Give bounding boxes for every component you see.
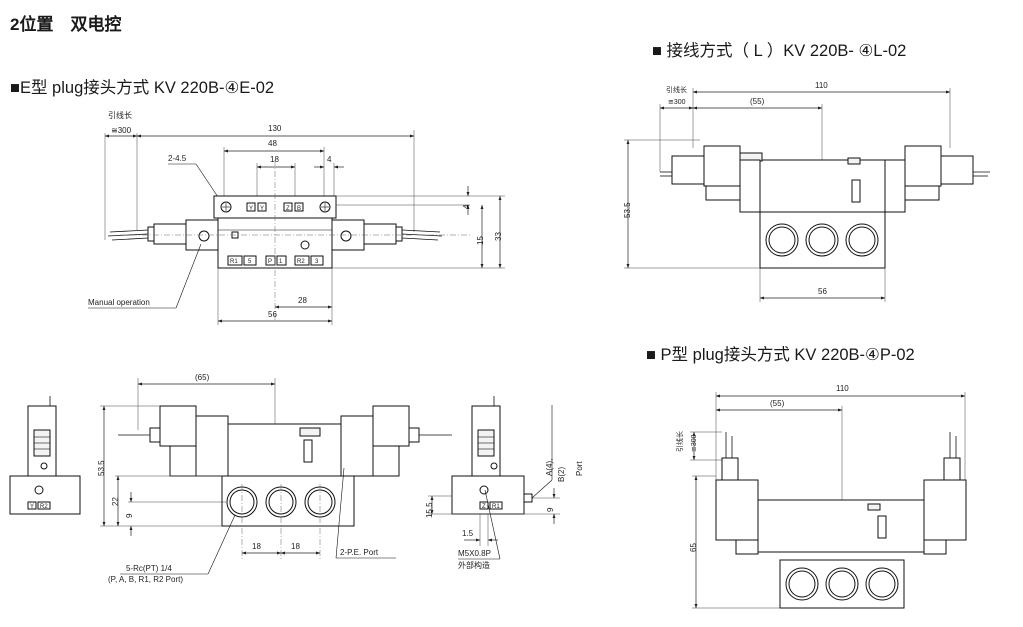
front-dim-65: (65) bbox=[195, 373, 210, 382]
side-label-z: Z bbox=[482, 504, 486, 510]
manual-operation-label: Manual operation bbox=[88, 298, 150, 307]
m5-thread-label: M5X0.8P bbox=[458, 549, 491, 558]
side-label-r1: R1 bbox=[492, 504, 500, 510]
e-dim-18: 18 bbox=[270, 155, 279, 164]
e-dim-33: 33 bbox=[494, 232, 503, 241]
side-left-label-r2: R2 bbox=[40, 504, 48, 510]
e-lead-label: 引线长 bbox=[108, 110, 132, 120]
external-structure-label: 外部构造 bbox=[458, 560, 490, 570]
e-dim-4-top: 4 bbox=[327, 155, 332, 164]
p-dim-65: 65 bbox=[689, 543, 698, 552]
side-left-label-y: Y bbox=[30, 504, 34, 510]
p-lead-label: 引线长 bbox=[675, 431, 684, 452]
front-dim-53-5: 53.5 bbox=[97, 460, 106, 476]
l-type-view: 引线长 ≅300 110 (55) 5 bbox=[623, 81, 990, 302]
right-side-view: Z R1 15.5 9 1.5 M5X0.8P 外部构造 A(4), B(2) … bbox=[425, 396, 584, 570]
p-type-view: 110 (55) 引线长 ≅300 65 bbox=[675, 384, 967, 609]
e-label-p: P bbox=[268, 259, 272, 265]
e-label-z: Z bbox=[286, 206, 290, 212]
e-type-title: ■E型 plug接头方式 KV 220B-④E-02 bbox=[10, 79, 275, 97]
e-lead-value: ≅300 bbox=[111, 126, 132, 135]
front-dim-22: 22 bbox=[111, 497, 120, 506]
l-dim-55: (55) bbox=[750, 97, 765, 106]
p-type-title: ■ P型 plug接头方式 KV 220B-④P-02 bbox=[646, 346, 915, 364]
side-port-a4: A(4), bbox=[545, 459, 554, 476]
e-label-r1: R1 bbox=[230, 259, 238, 265]
l-dim-110: 110 bbox=[815, 81, 828, 90]
side-dim-9: 9 bbox=[546, 507, 555, 512]
e-dim-130: 130 bbox=[268, 124, 282, 133]
e-dim-56: 56 bbox=[268, 310, 277, 319]
e-type-top-view: 引线长 ≅300 130 48 18 4 2-4.5 Y bbox=[88, 110, 505, 325]
left-side-view: Y R2 bbox=[9, 396, 81, 515]
front-dim-9: 9 bbox=[125, 513, 134, 518]
e-label-r2: R2 bbox=[297, 259, 305, 265]
e-hole-label: 2-4.5 bbox=[168, 154, 187, 163]
e-dim-15: 15 bbox=[476, 236, 485, 245]
page-title: 2位置 双电控 bbox=[10, 15, 122, 34]
side-dim-15-5: 15.5 bbox=[425, 502, 434, 518]
e-label-y: Y bbox=[249, 206, 253, 212]
e-label-1: 1 bbox=[279, 259, 283, 265]
pe-port-label: 2-P.E. Port bbox=[340, 548, 379, 557]
side-dim-1-5: 1.5 bbox=[462, 529, 474, 538]
p-dim-55: (55) bbox=[770, 399, 785, 408]
rc-port-label: 5-Rc(PT) 1/4 bbox=[126, 564, 172, 573]
p-dim-110: 110 bbox=[836, 384, 849, 393]
e-label-y2: Y bbox=[260, 206, 264, 212]
rc-port-list: (P, A, B, R1, R2 Port) bbox=[108, 575, 183, 584]
e-label-z2: B bbox=[297, 206, 301, 212]
front-dim-18b: 18 bbox=[291, 542, 300, 551]
e-dim-28: 28 bbox=[298, 296, 307, 305]
e-label-3: 3 bbox=[315, 259, 319, 265]
side-port-b2: B(2) bbox=[557, 467, 566, 482]
l-dim-53-5: 53.5 bbox=[623, 202, 632, 218]
l-type-title: ■ 接线方式（ L ）KV 220B- ④L-02 bbox=[652, 42, 907, 60]
l-lead-label: 引线长 bbox=[666, 85, 687, 94]
side-port-label: Port bbox=[575, 461, 584, 476]
front-view: (65) 53.5 22 9 bbox=[97, 373, 452, 584]
e-dim-48: 48 bbox=[268, 139, 277, 148]
front-dim-18a: 18 bbox=[252, 542, 261, 551]
l-dim-56: 56 bbox=[818, 287, 827, 296]
l-lead-value: ≅300 bbox=[668, 99, 686, 106]
p-lead-value: ≅300 bbox=[691, 434, 698, 452]
e-label-5: 5 bbox=[248, 259, 252, 265]
e-dim-4-side: 4 bbox=[462, 204, 471, 209]
